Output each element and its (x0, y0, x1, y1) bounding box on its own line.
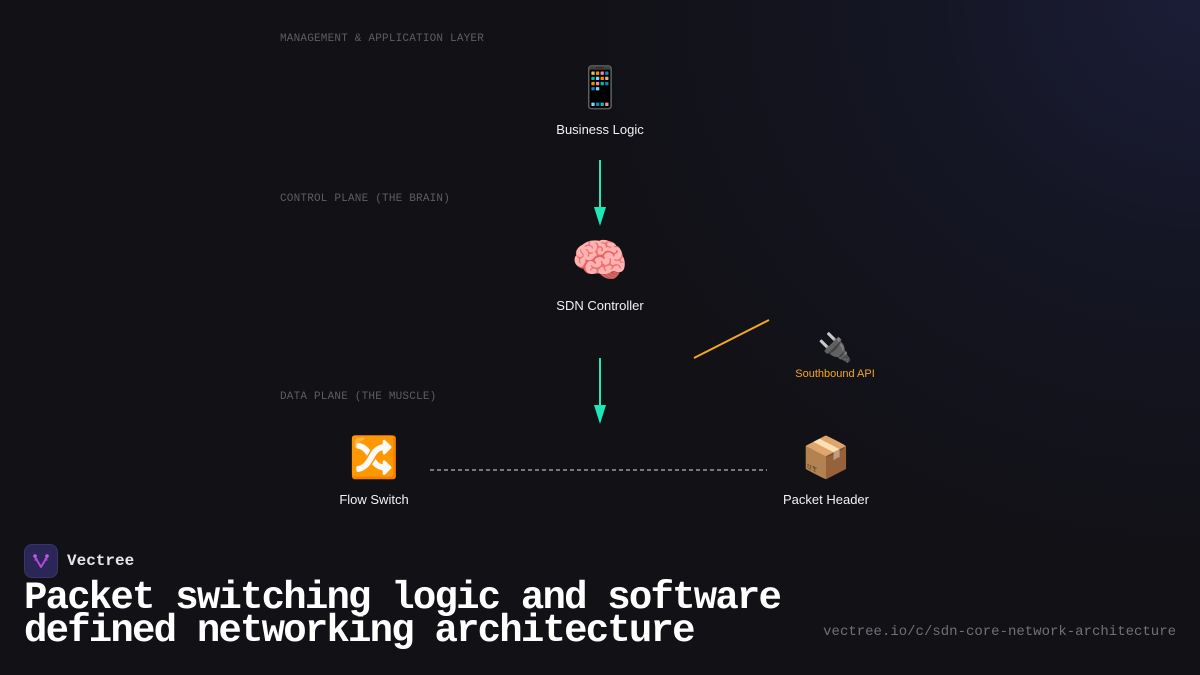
arrow-business-to-controller (594, 160, 606, 226)
southbound-api-link (693, 319, 770, 359)
node-label: Flow Switch (339, 492, 409, 507)
layer-label-control: CONTROL PLANE (THE BRAIN) (280, 193, 451, 205)
node-label: SDN Controller (556, 298, 644, 313)
plug-icon: 🔌 (817, 331, 853, 364)
shuffle-icon: 🔀 (349, 435, 399, 481)
brain-icon: 🧠 (571, 233, 629, 287)
mobile-phone-icon: 📱 (575, 65, 625, 111)
node-label: Southbound API (795, 368, 875, 380)
node-label: Packet Header (783, 492, 869, 507)
node-business-logic[interactable]: 📱 Business Logic (556, 64, 643, 137)
layer-label-data: DATA PLANE (THE MUSCLE) (280, 391, 437, 403)
layer-label-management: MANAGEMENT & APPLICATION LAYER (280, 33, 485, 45)
node-southbound-api[interactable]: 🔌 Southbound API (795, 331, 875, 381)
node-packet-header[interactable]: 📦 Packet Header (783, 434, 869, 507)
brand: Vectree (24, 544, 134, 578)
node-flow-switch[interactable]: 🔀 Flow Switch (339, 434, 408, 507)
package-icon: 📦 (801, 435, 851, 481)
arrow-controller-to-data-plane (594, 358, 606, 424)
vectree-logo-icon (24, 544, 58, 578)
node-sdn-controller[interactable]: 🧠 SDN Controller (556, 232, 643, 313)
page-title: Packet switching logic and software defi… (24, 576, 782, 653)
source-url: vectree.io/c/sdn-core-network-architectu… (823, 624, 1176, 640)
node-label: Business Logic (556, 122, 644, 137)
brand-name: Vectree (67, 552, 135, 570)
